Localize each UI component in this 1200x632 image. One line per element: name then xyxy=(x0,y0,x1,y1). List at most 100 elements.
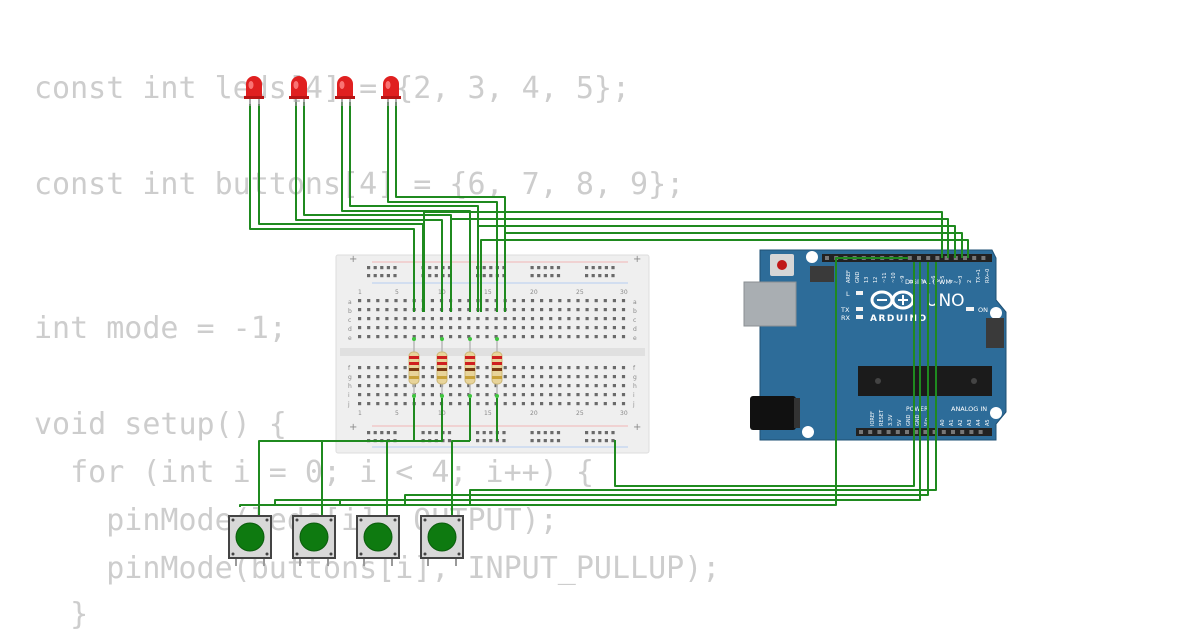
breadboard-hole xyxy=(394,326,398,330)
breadboard-hole xyxy=(598,439,602,443)
breadboard-hole xyxy=(530,402,535,406)
breadboard-hole xyxy=(540,326,544,330)
breadboard-hole xyxy=(503,317,507,321)
breadboard-hole xyxy=(530,366,535,370)
breadboard-hole xyxy=(612,299,616,303)
breadboard-hole xyxy=(449,335,453,339)
pin-label: ~10 xyxy=(891,272,897,283)
board-model-label: UNO xyxy=(926,291,965,311)
row-letter: a xyxy=(348,299,352,306)
breadboard-hole xyxy=(603,366,607,370)
row-letter: c xyxy=(633,317,636,324)
rail-plus-label: + xyxy=(633,254,641,265)
breadboard-hole xyxy=(494,384,498,388)
breadboard-hole xyxy=(530,384,535,388)
breadboard-hole xyxy=(576,366,580,370)
mounting-hole xyxy=(806,251,818,263)
breadboard-hole xyxy=(385,375,389,379)
row-letter: j xyxy=(632,401,635,408)
breadboard-hole xyxy=(358,384,362,388)
breadboard-hole xyxy=(585,431,589,435)
breadboard-hole xyxy=(430,384,434,388)
breadboard-hole xyxy=(476,335,480,339)
pin-socket xyxy=(963,256,967,260)
breadboard-hole xyxy=(594,375,598,379)
breadboard-hole xyxy=(385,393,389,397)
pin-socket xyxy=(859,430,863,434)
board-brand-label: ARDUINO xyxy=(870,314,928,324)
breadboard-hole xyxy=(567,308,571,312)
breadboard-hole xyxy=(576,326,580,330)
breadboard-hole xyxy=(521,375,525,379)
push-button[interactable] xyxy=(356,515,400,566)
breadboard-hole xyxy=(358,393,362,397)
breadboard-hole xyxy=(591,439,595,443)
pin-label: ~6 xyxy=(931,276,937,283)
mounting-hole xyxy=(802,426,814,438)
led-red xyxy=(381,76,401,106)
breadboard-hole xyxy=(373,266,377,270)
breadboard-hole xyxy=(428,266,432,270)
on-led xyxy=(966,307,974,311)
breadboard-hole xyxy=(394,375,398,379)
breadboard-hole xyxy=(604,439,608,443)
breadboard-hole xyxy=(576,299,580,303)
breadboard-hole xyxy=(421,393,425,397)
breadboard-hole xyxy=(604,274,608,278)
breadboard-hole xyxy=(376,375,380,379)
push-button[interactable] xyxy=(228,515,272,566)
breadboard-hole xyxy=(603,393,607,397)
breadboard-hole xyxy=(543,266,547,270)
breadboard-hole xyxy=(376,326,380,330)
breadboard-hole xyxy=(421,326,425,330)
breadboard-hole xyxy=(430,308,434,312)
pin-label: ~5 xyxy=(940,276,946,283)
breadboard-hole xyxy=(385,384,389,388)
breadboard-center-channel xyxy=(340,348,645,356)
push-button[interactable] xyxy=(420,515,464,566)
breadboard-hole xyxy=(386,431,390,435)
breadboard-hole xyxy=(512,308,516,312)
breadboard-hole xyxy=(621,375,626,379)
breadboard-hole xyxy=(482,274,486,278)
breadboard-hole xyxy=(447,431,452,435)
pin-label: GND xyxy=(915,414,921,426)
breadboard-hole xyxy=(367,308,371,312)
breadboard-hole xyxy=(558,402,562,406)
breadboard-hole xyxy=(549,384,553,388)
column-number: 25 xyxy=(576,410,584,417)
row-letter: j xyxy=(347,401,350,408)
led-red xyxy=(289,76,309,106)
pin-socket xyxy=(905,430,909,434)
reset-button[interactable] xyxy=(777,260,787,270)
breadboard-hole xyxy=(502,439,506,443)
breadboard-hole xyxy=(476,375,480,379)
breadboard-hole xyxy=(358,402,362,406)
breadboard-hole xyxy=(385,308,389,312)
row-letter: f xyxy=(348,365,351,372)
breadboard-hole xyxy=(549,375,553,379)
breadboard-hole xyxy=(512,384,516,388)
pin-label: 12 xyxy=(873,277,879,283)
breadboard-hole xyxy=(585,299,589,303)
pin-label: ~11 xyxy=(882,272,888,283)
breadboard-hole xyxy=(430,393,434,397)
breadboard-hole xyxy=(393,431,397,435)
breadboard-hole xyxy=(549,326,553,330)
pin-socket xyxy=(895,430,900,434)
wire xyxy=(450,218,949,312)
push-buttons xyxy=(228,515,464,566)
breadboard-hole xyxy=(612,326,616,330)
pin-label: 5V xyxy=(897,419,903,426)
breadboard-hole xyxy=(530,326,535,330)
breadboard-hole xyxy=(458,366,462,370)
breadboard-hole xyxy=(537,431,541,435)
analog-header-label: ANALOG IN xyxy=(951,405,987,413)
breadboard-hole xyxy=(358,299,362,303)
column-number: 25 xyxy=(576,289,584,296)
push-button[interactable] xyxy=(292,515,336,566)
breadboard-hole xyxy=(394,402,398,406)
breadboard-hole xyxy=(421,375,425,379)
breadboard-hole xyxy=(485,308,489,312)
breadboard-hole xyxy=(467,402,471,406)
